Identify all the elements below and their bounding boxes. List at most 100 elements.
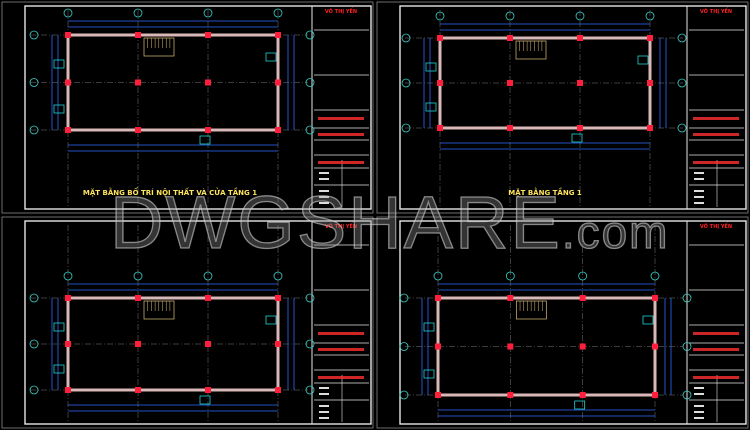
door-window-tag [425,102,437,112]
door-window-tag [265,315,277,325]
door-window-tag [53,59,65,69]
structural-column [437,80,443,86]
door-window-tag [199,135,211,145]
title-block-frame [686,220,747,425]
title-block-field [693,376,739,379]
door-window-tag [423,369,435,379]
title-block-field [694,393,704,395]
structural-column [65,127,71,133]
title-block-field [694,411,704,413]
grid-bubble [203,8,213,18]
title-block: VÕ THỊ YẾN [311,220,372,425]
structural-column [577,125,583,131]
title-block-frame [311,220,372,425]
watermark-main: DWGSHARE [109,180,562,264]
structural-column [435,295,441,301]
title-block-field [694,190,704,192]
structural-column [205,341,211,347]
grid-bubble [29,125,39,135]
structural-column [647,80,653,86]
structural-column [437,125,443,131]
grid-bubble [682,390,692,400]
drawing-sheet: VÕ THỊ YẾN [376,216,749,429]
grid-bubble [305,125,315,135]
drawing-sheet: VÕ THỊ YẾN MẶT BẰNG BỐ TRÍ NỘI THẤT VÀ CỬ… [1,1,374,214]
structural-column [652,343,658,350]
designer-name: VÕ THỊ YẾN [700,7,732,15]
title-block-field [693,133,739,136]
structural-column [65,387,71,393]
title-block-field [318,117,364,120]
grid-bubble [401,123,411,133]
title-block-field [693,332,739,335]
structural-column [577,80,583,86]
watermark: DWGSHARE.com [109,180,670,265]
sheet-title: MẶT BẰNG BỐ TRÍ NỘI THẤT VÀ CỬA TẦNG 1 [83,187,257,197]
door-window-tag [53,104,65,114]
grid-bubble [505,11,515,21]
title-block-field [319,417,329,419]
structural-column [652,295,658,301]
title-block-field [693,117,739,120]
grid-bubble [133,8,143,18]
sheet-border [376,216,749,429]
door-window-tag [637,55,649,65]
grid-bubble [650,271,660,281]
grid-bubble [29,30,39,40]
title-block-field [319,190,329,192]
structural-column [507,80,513,86]
structural-column [135,79,141,86]
structural-column [652,392,658,398]
title-block-field [694,196,704,198]
designer-name: VÕ THỊ YẾN [325,222,357,230]
sheet-border [1,1,374,214]
floor-plan [29,225,315,421]
structural-column [135,32,141,38]
title-block-field [319,202,329,204]
structural-column [437,35,443,41]
sheet-title: MẶT BẰNG TẦNG 1 [508,187,582,197]
grid-bubble [399,293,409,303]
title-block-field [694,172,704,174]
title-block-field [319,196,329,198]
floor-plan [29,8,315,206]
grid-bubble [399,390,409,400]
structural-column [205,387,211,393]
title-block-field [694,387,704,389]
structural-column [275,295,281,301]
grid-bubble [63,8,73,18]
structural-column [435,392,441,398]
title-block: VÕ THỊ YẾN [311,5,372,210]
drawing-sheet: VÕ THỊ YẾN [1,216,374,429]
floor-plan [401,10,687,206]
drawing-sheet: VÕ THỊ YẾN MẶT BẰNG TẦNG 1 [376,1,749,214]
grid-bubble [645,11,655,21]
structural-column [135,127,141,133]
door-window-tag [574,400,586,410]
grid-bubble [435,11,445,21]
structural-column [275,341,281,347]
sheet-border [1,216,374,429]
title-block-field [319,172,329,174]
grid-bubble [29,293,39,303]
structural-column [275,79,281,86]
structural-column [135,341,141,347]
structural-column [507,295,514,301]
grid-bubble [682,342,692,351]
structural-column [579,295,586,301]
grid-bubble [29,385,39,395]
structural-column [135,387,141,393]
designer-name: VÕ THỊ YẾN [700,222,732,230]
door-window-tag [265,52,277,62]
grid-bubble [273,271,283,281]
structural-column [275,127,281,133]
title-block-field [318,133,364,136]
grid-bubble [203,271,213,281]
title-block-field [694,417,704,419]
title-block-field [318,161,364,164]
structural-column [65,32,71,38]
grid-bubble [305,293,315,303]
structural-column [65,295,71,301]
grid-bubble [305,339,315,349]
grid-bubble [433,271,443,281]
